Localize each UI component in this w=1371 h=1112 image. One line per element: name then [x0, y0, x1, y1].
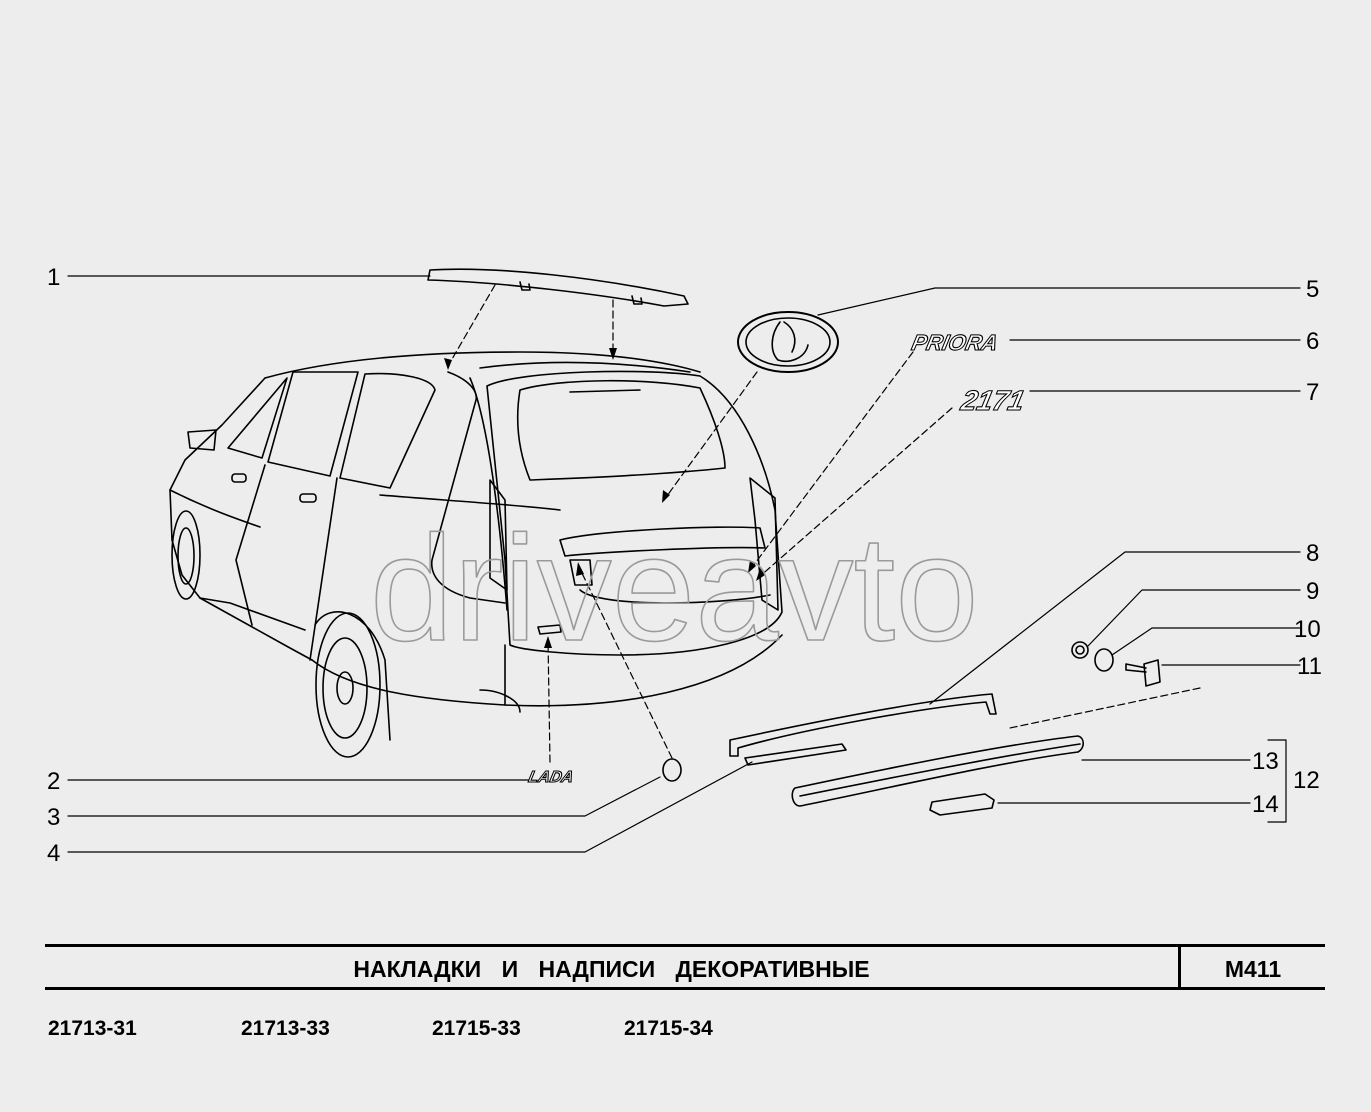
callout-5: 5 — [1306, 276, 1319, 303]
model-code: 21713-31 — [48, 1017, 137, 1040]
model-code: 21715-34 — [624, 1017, 713, 1040]
callout-12: 12 — [1293, 767, 1320, 794]
moulding-upper — [729, 693, 997, 757]
screw — [1125, 659, 1161, 687]
arrowheads — [444, 348, 765, 648]
lada-emblem — [737, 311, 839, 373]
lada-badge-text: LADA — [527, 768, 575, 786]
callout-13: 13 — [1252, 748, 1279, 775]
callout-numbers: 1 2 3 4 5 6 7 8 9 10 11 12 13 14 — [47, 264, 1322, 867]
plug — [662, 758, 682, 782]
callout-1: 1 — [47, 264, 60, 291]
callout-2: 2 — [47, 768, 60, 795]
model-list: 21713-31 21713-33 21715-33 21715-34 — [0, 1017, 1371, 1045]
title-divider — [1178, 947, 1181, 987]
moulding-lamp — [929, 793, 995, 816]
callout-7: 7 — [1306, 379, 1319, 406]
model-number-badge-text: 2171 — [958, 384, 1028, 416]
lada-badge: LADA — [526, 768, 575, 787]
assembly-lines — [447, 284, 1201, 763]
roof-spoiler — [427, 268, 689, 307]
callout-14: 14 — [1252, 791, 1279, 818]
nut — [1071, 641, 1089, 659]
priora-badge-text: PRIORA — [910, 330, 1001, 355]
model-code: 21713-33 — [241, 1017, 330, 1040]
page-code: M411 — [1224, 956, 1282, 982]
callout-8: 8 — [1306, 540, 1319, 567]
priora-badge: PRIORA — [909, 330, 1001, 356]
parts-diagram: driveavto PRIORA 2171 LADA 1 2 3 4 5 6 7… — [47, 264, 1322, 867]
model-code: 21715-33 — [432, 1017, 521, 1040]
car-illustration — [169, 351, 783, 758]
watermark: driveavto — [370, 504, 979, 672]
washer — [1094, 648, 1114, 672]
callout-6: 6 — [1306, 328, 1319, 355]
callout-11: 11 — [1297, 653, 1322, 680]
page-title: НАКЛАДКИ И НАДПИСИ ДЕКОРАТИВНЫЕ — [353, 956, 870, 982]
leader-lines — [67, 275, 1301, 853]
moulding-insert — [744, 743, 847, 766]
model-number-badge: 2171 — [957, 384, 1028, 417]
callout-10: 10 — [1294, 616, 1321, 643]
callout-4: 4 — [47, 840, 60, 867]
callout-3: 3 — [47, 804, 60, 831]
title-block: НАКЛАДКИ И НАДПИСИ ДЕКОРАТИВНЫЕ M411 — [45, 944, 1325, 990]
callout-9: 9 — [1306, 578, 1319, 605]
moulding-lower — [791, 735, 1085, 807]
